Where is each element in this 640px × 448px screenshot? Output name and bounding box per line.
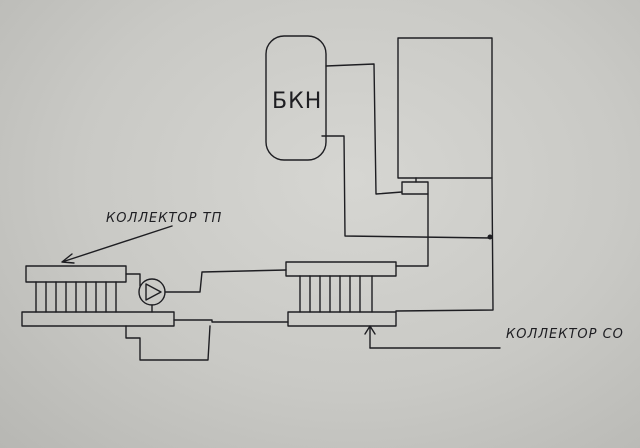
pipe-boiler-to-collector-bottom [395, 177, 494, 312]
pump-pipes [125, 273, 153, 313]
collector-tp-label: КОЛЛЕКТОР ТП [106, 211, 222, 226]
collector-tp-arrow-icon [61, 225, 173, 264]
collector-tp-tubes [35, 281, 117, 313]
boiler-fitting [401, 181, 429, 195]
pipe-tank-return [321, 135, 493, 239]
pipe-boiler-to-collector-top [395, 193, 429, 267]
arrow-up-icon [364, 325, 376, 349]
pipe-return-tp [125, 325, 211, 361]
boiler [397, 37, 493, 179]
collector-co-tubes [299, 275, 373, 313]
collector-co-label: КОЛЛЕКТОР СО [506, 327, 624, 342]
tank-bkn [265, 35, 327, 161]
collector-tp-bottom-bar [21, 311, 175, 327]
collector-tp-top-bar [25, 265, 127, 283]
tank-label: БКН [272, 89, 322, 114]
pipe-to-collector-co [173, 319, 289, 323]
pipe-junction [487, 234, 493, 240]
pipe-tank-to-boiler [325, 63, 403, 195]
collector-co-bottom-bar [287, 311, 397, 327]
pipe-supply-tp [164, 269, 287, 293]
collector-co-top-bar [285, 261, 397, 277]
pump-triangle-icon [145, 283, 162, 301]
